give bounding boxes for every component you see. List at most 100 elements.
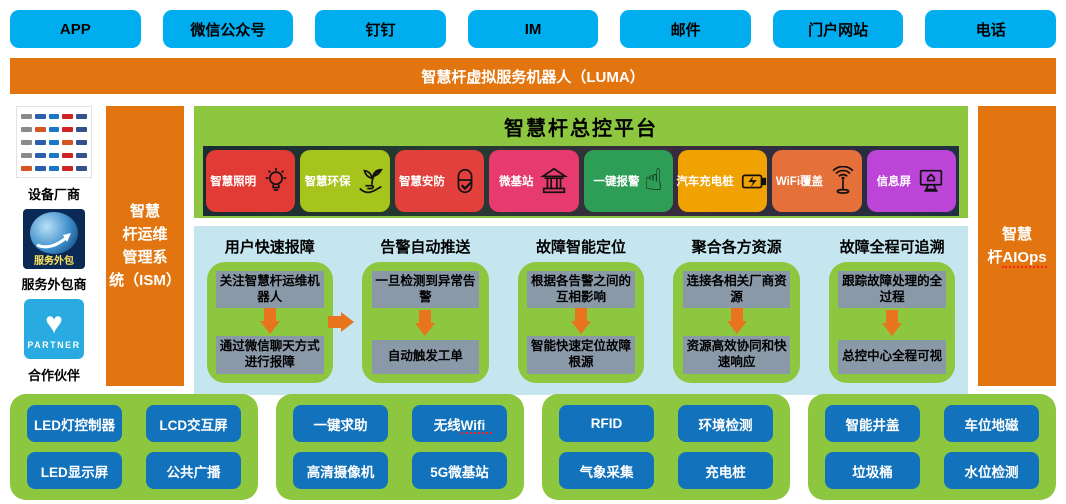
process-column-report: 用户快速报障 关注智慧杆运维机器人 通过微信聊天方式进行报障 [204, 234, 336, 383]
channel-button-phone[interactable]: 电话 [925, 10, 1057, 48]
device-button-manhole[interactable]: 智能井盖 [825, 405, 920, 442]
platform-title: 智慧杆总控平台 [504, 118, 658, 140]
tile-info-screen[interactable]: 信息屏 [866, 150, 956, 212]
tile-smart-environment[interactable]: 智慧环保 [300, 150, 390, 212]
process-box: 跟踪故障处理的全过程 总控中心全程可视 [829, 262, 956, 383]
device-button-hd-camera[interactable]: 高清摄像机 [293, 452, 388, 489]
tile-ev-charging[interactable]: 汽车充电桩 [676, 150, 768, 212]
tile-smart-lighting[interactable]: 智慧照明 [206, 150, 296, 212]
ism-system-bar: 智慧 杆运维 管理系 统（ISM） [106, 106, 184, 386]
process-step: 智能快速定位故障根源 [527, 336, 635, 374]
channel-button-app[interactable]: APP [10, 10, 141, 48]
process-title: 故障智能定位 [535, 239, 626, 256]
process-step: 连接各相关厂商资源 [682, 271, 791, 309]
pointing-hand-icon: ☝ [644, 163, 663, 198]
aiops-bar-word: AIOps [1002, 249, 1047, 268]
device-group-city: 智能井盖 车位地磁 垃圾桶 水位检测 [808, 394, 1056, 500]
device-button-parking-sensor[interactable]: 车位地磁 [944, 405, 1039, 442]
tile-label: 智慧安防 [398, 176, 445, 188]
ism-bar-line: 杆运维 [122, 225, 168, 243]
tile-one-key-alarm[interactable]: 一键报警 ☝ [583, 150, 673, 212]
bank-building-icon [539, 167, 568, 194]
process-column-fault-locating: 故障智能定位 根据各告警之间的互相影响 智能快速定位故障根源 [515, 234, 647, 383]
device-group-display: LED灯控制器 LCD交互屏 LED显示屏 公共广播 [10, 394, 258, 500]
globe-icon [30, 211, 78, 254]
channel-button-dingtalk[interactable]: 钉钉 [315, 10, 446, 48]
process-box: 根据各告警之间的互相影响 智能快速定位故障根源 [517, 262, 645, 383]
device-button-water-level[interactable]: 水位检测 [944, 452, 1039, 489]
channel-button-im[interactable]: IM [467, 10, 599, 48]
ism-bar-line: 统（ISM） [109, 272, 181, 290]
process-step: 通过微信聊天方式进行报障 [216, 336, 324, 374]
device-button-5g-station[interactable]: 5G微基站 [412, 452, 507, 489]
channel-button-mail[interactable]: 邮件 [620, 10, 751, 48]
process-box: 关注智慧杆运维机器人 通过微信聊天方式进行报障 [206, 262, 333, 383]
process-box: 连接各相关厂商资源 资源高效协同和快速响应 [673, 262, 800, 383]
tile-label: 智慧照明 [210, 176, 257, 188]
tile-micro-base-station[interactable]: 微基站 [489, 150, 579, 212]
device-button-public-broadcast[interactable]: 公共广播 [146, 452, 241, 489]
ism-bar-line: 智慧 [129, 202, 160, 220]
outsourcing-label: 服务外包商 [21, 277, 87, 293]
device-button-led-controller[interactable]: LED灯控制器 [27, 405, 122, 442]
aiops-bar-line: 杆 [987, 249, 1003, 266]
process-title: 聚合各方资源 [691, 239, 782, 256]
device-group-network: 一键求助 无线Wifi 高清摄像机 5G微基站 [276, 394, 524, 500]
heart-icon: ♥ [45, 306, 63, 340]
process-box: 一旦检测到异常告警 自动触发工单 [362, 262, 489, 383]
partner-label: 合作伙伴 [27, 367, 80, 383]
channel-button-portal[interactable]: 门户网站 [772, 10, 904, 48]
device-button-sos[interactable]: 一键求助 [293, 405, 388, 442]
lock-check-icon [457, 168, 473, 194]
channel-button-wechat[interactable]: 微信公众号 [162, 10, 294, 48]
service-outsourcing-logo-text: 服务外包 [34, 255, 74, 267]
tile-wifi-coverage[interactable]: WiFi覆盖 [772, 150, 862, 212]
tile-label: 信息屏 [876, 176, 912, 188]
service-outsourcing-logo: 服务外包 [23, 208, 85, 269]
vendor-logos-image [16, 106, 92, 178]
ism-bar-line: 管理系 [122, 249, 168, 266]
antenna-icon [832, 166, 854, 194]
tile-label: WiFi覆盖 [775, 176, 824, 188]
device-button-charging-pile[interactable]: 充电桩 [678, 452, 773, 489]
down-arrow-icon [882, 309, 903, 336]
middle-region: 设备厂商 服务外包 服务外包商 ♥ PARTNER 合作伙伴 智慧 杆运维 管理… [10, 106, 1056, 395]
down-arrow-icon [570, 308, 591, 335]
tile-label: 汽车充电桩 [676, 176, 734, 188]
channel-button-row: APP 微信公众号 钉钉 IM 邮件 门户网站 电话 [10, 10, 1057, 48]
lightbulb-icon [265, 167, 287, 191]
down-arrow-icon [726, 308, 747, 335]
process-step: 总控中心全程可视 [838, 339, 946, 374]
device-button-rfid[interactable]: RFID [559, 405, 654, 442]
plant-hand-icon [358, 168, 383, 194]
device-button-env-monitor[interactable]: 环境检测 [678, 405, 773, 442]
process-title: 告警自动推送 [380, 239, 471, 256]
tile-label: 智慧环保 [304, 176, 351, 188]
process-step: 资源高效协同和快速响应 [682, 336, 791, 374]
process-column-alert-push: 告警自动推送 一旦检测到异常告警 自动触发工单 [360, 234, 492, 383]
device-button-wifi[interactable]: 无线Wifi [412, 405, 507, 442]
right-arrow-icon [328, 312, 355, 333]
partner-logo: ♥ PARTNER [24, 299, 84, 360]
device-groups-row: LED灯控制器 LCD交互屏 LED显示屏 公共广播 一键求助 无线Wifi 高… [10, 394, 1056, 500]
process-title: 用户快速报障 [224, 239, 315, 256]
partner-logo-text: PARTNER [27, 339, 81, 350]
device-button-trash-bin[interactable]: 垃圾桶 [825, 452, 920, 489]
device-button-lcd-screen[interactable]: LCD交互屏 [146, 405, 241, 442]
process-column-traceability: 故障全程可追溯 跟踪故障处理的全过程 总控中心全程可视 [826, 234, 958, 383]
partners-column: 设备厂商 服务外包 服务外包商 ♥ PARTNER 合作伙伴 [10, 106, 98, 386]
process-step: 根据各告警之间的互相影响 [527, 271, 635, 309]
luma-robot-bar: 智慧杆虚拟服务机器人（LUMA） [10, 58, 1056, 94]
monitor-icon [919, 169, 943, 192]
process-step: 一旦检测到异常告警 [371, 271, 480, 309]
control-platform-panel: 智慧杆总控平台 智慧照明 智慧环保 [194, 106, 968, 218]
down-arrow-icon [415, 309, 436, 336]
device-group-sensing: RFID 环境检测 气象采集 充电桩 [542, 394, 790, 500]
device-button-weather[interactable]: 气象采集 [559, 452, 654, 489]
tile-smart-security[interactable]: 智慧安防 [394, 150, 485, 212]
process-step: 跟踪故障处理的全过程 [838, 271, 946, 309]
vendors-label: 设备厂商 [27, 186, 80, 202]
swoosh-arrow-icon [36, 232, 71, 248]
device-button-led-display[interactable]: LED显示屏 [27, 452, 122, 489]
